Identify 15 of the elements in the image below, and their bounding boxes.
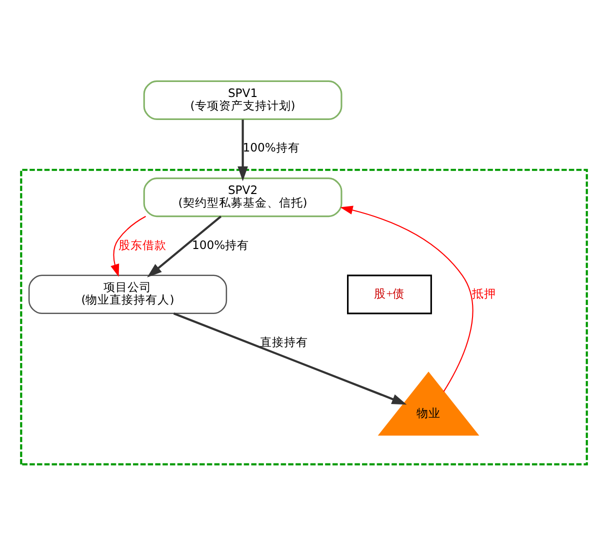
edge-label: 直接持有: [260, 334, 308, 349]
arrow: [173, 312, 407, 405]
arrow: [238, 120, 248, 182]
edge-label: 抵押: [472, 286, 496, 300]
node-box: 股+债: [347, 274, 432, 314]
cluster: [20, 168, 588, 466]
arrow: [147, 216, 222, 278]
edge-label: 100%持有: [192, 238, 250, 252]
arrow: [110, 216, 146, 277]
arrow: [340, 206, 474, 392]
edge-label: 股东借款: [118, 238, 167, 252]
node-box: SPV1 (专项资产支持计划): [143, 80, 342, 120]
node-box: 项目公司 (物业直接持有人): [28, 274, 228, 314]
edge-label: 100%持有: [242, 140, 300, 155]
node-box: SPV2 (契约型私募基金、信托): [143, 178, 342, 218]
